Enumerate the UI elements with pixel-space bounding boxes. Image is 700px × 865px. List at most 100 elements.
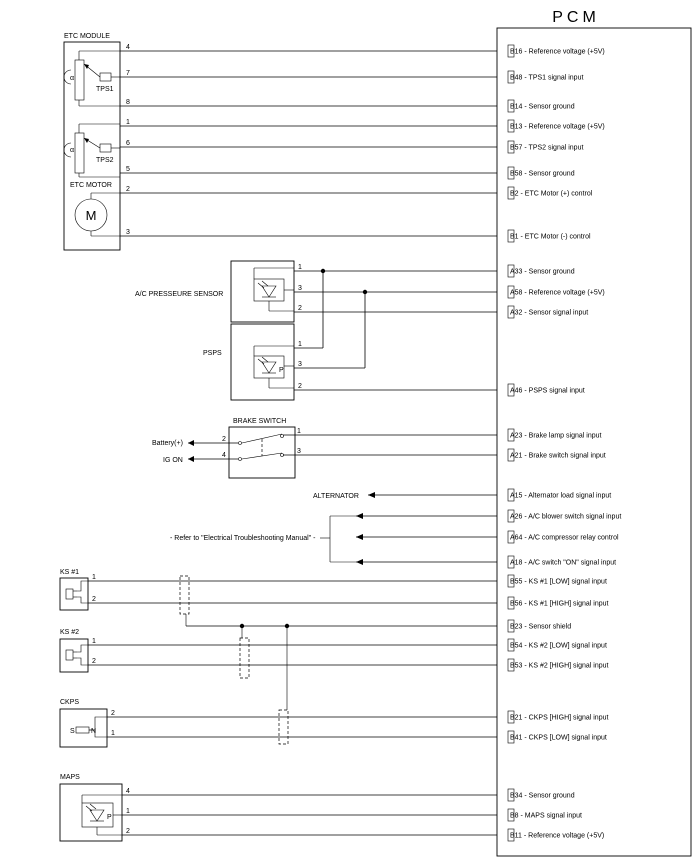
maps-sensor: MAPS P xyxy=(59,774,123,842)
pcm-terminals: B16 - Reference voltage (+5V)B48 - TPS1 … xyxy=(507,44,621,842)
pcm-terminal-box xyxy=(507,788,515,802)
pcm-terminal-label: B34 - Sensor ground xyxy=(510,793,575,800)
ac-pressure-sensor-title: A/C PRESSEURE SENSOR xyxy=(135,291,223,298)
pcm-terminal-label: B1 - ETC Motor (-) control xyxy=(510,234,591,241)
pcm-terminal-box xyxy=(507,285,515,299)
splice-dot xyxy=(239,623,245,629)
pcm-terminal-box xyxy=(507,229,515,243)
pcm-terminal-label: B23 - Sensor shield xyxy=(510,624,571,631)
tps2-theta: α xyxy=(70,147,74,154)
tps2-label: TPS2 xyxy=(96,157,114,164)
pcm-terminal-box xyxy=(507,70,515,84)
brake-switch-title: BRAKE SWITCH xyxy=(233,418,286,425)
ckps-title: CKPS xyxy=(60,699,79,706)
ks2-box xyxy=(59,638,89,673)
pin-number: 1 xyxy=(298,264,302,271)
maps-title: MAPS xyxy=(60,774,80,781)
sensor-lead xyxy=(89,729,107,738)
pin-number: 2 xyxy=(111,710,115,717)
pcm-terminal-box xyxy=(507,383,515,397)
pcm-terminal-box xyxy=(507,428,515,442)
ks1-title: KS #1 xyxy=(60,569,79,576)
ig-on-arrow-icon xyxy=(188,456,194,462)
ig-on-label: IG ON xyxy=(163,457,183,464)
ckps-sensor: CKPS S N xyxy=(59,699,108,748)
pcm-terminal-label: B57 - TPS2 signal input xyxy=(510,145,583,152)
pcm-terminal-label: B53 - KS #2 [HIGH] signal input xyxy=(510,663,608,670)
pcm-terminal-box xyxy=(507,264,515,278)
etc-motor: ETC MOTOR M xyxy=(70,182,120,237)
ks1-box xyxy=(59,577,89,611)
etc-module-title: ETC MODULE xyxy=(64,33,110,40)
arrow-left-icon xyxy=(368,492,375,498)
tps1-rotation-arrow-icon xyxy=(63,69,72,85)
pcm-terminal-label: A64 - A/C compressor relay control xyxy=(510,535,619,542)
arrow-left-icon xyxy=(356,513,363,519)
ks1-sensor: KS #1 xyxy=(59,569,89,611)
maps-p-symbol: P xyxy=(107,814,112,821)
pcm-terminal-box xyxy=(507,638,515,652)
brake-switch: BRAKE SWITCH Battery(+) IG ON xyxy=(152,418,296,479)
pin-number: 2 xyxy=(92,658,96,665)
tps1-theta: α xyxy=(70,75,74,82)
pin-number: 1 xyxy=(297,428,301,435)
pcm-terminal-box xyxy=(507,658,515,672)
motor-symbol: M xyxy=(86,208,97,223)
pcm-terminal-label: A21 - Brake switch signal input xyxy=(510,453,606,460)
pin-number: 1 xyxy=(298,341,302,348)
pcm-terminal-label: B48 - TPS1 signal input xyxy=(510,75,583,82)
psps-title: PSPS xyxy=(203,350,222,357)
ac-pressure-sensor: A/C PRESSEURE SENSOR xyxy=(135,260,295,323)
pin-number: 3 xyxy=(126,229,130,236)
splice-dot xyxy=(284,623,290,629)
pcm-terminal-label: B55 - KS #1 [LOW] signal input xyxy=(510,579,607,586)
pcm-terminal-box xyxy=(507,119,515,133)
pcm-terminal-box xyxy=(507,596,515,610)
maps-box xyxy=(59,783,123,842)
battery-arrow-icon xyxy=(188,440,194,446)
pcm-terminal-label: A18 - A/C switch "ON" signal input xyxy=(510,560,616,567)
pcm-terminal-box xyxy=(507,509,515,523)
pin-number: 3 xyxy=(297,448,301,455)
psps-p-symbol: P xyxy=(279,367,284,374)
pin-number: 1 xyxy=(126,808,130,815)
pin-number: 2 xyxy=(126,828,130,835)
tps2-resistor xyxy=(74,132,85,174)
pcm-terminal-label: B11 - Reference voltage (+5V) xyxy=(510,833,604,840)
pin-number: 2 xyxy=(92,596,96,603)
pin-number: 2 xyxy=(298,305,302,312)
pcm-terminal-box xyxy=(507,305,515,319)
ckps-n-symbol: N xyxy=(91,728,96,735)
pcm-terminal-label: B2 - ETC Motor (+) control xyxy=(510,191,593,198)
refer-note: - Refer to "Electrical Troubleshooting M… xyxy=(170,535,316,542)
arrow-left-icon xyxy=(356,559,363,565)
pcm-terminal-box xyxy=(507,555,515,569)
ks2-title: KS #2 xyxy=(60,629,79,636)
pin-number: 3 xyxy=(298,285,302,292)
pin-number: 1 xyxy=(92,638,96,645)
pcm-terminal-box xyxy=(507,448,515,462)
pcm-terminal-label: B41 - CKPS [LOW] signal input xyxy=(510,735,607,742)
ac-pressure-sensor-box xyxy=(230,260,295,323)
etc-motor-title: ETC MOTOR xyxy=(70,182,112,189)
pin-number: 8 xyxy=(126,99,130,106)
etc-module-box xyxy=(63,41,121,251)
alternator-group: ALTERNATOR - Refer to "Electrical Troubl… xyxy=(170,493,359,563)
tps1-label: TPS1 xyxy=(96,86,114,93)
pin-number: 4 xyxy=(126,44,130,51)
ckps-s-symbol: S xyxy=(70,728,75,735)
pin-number: 2 xyxy=(298,383,302,390)
pcm-terminal-label: A32 - Sensor signal input xyxy=(510,310,588,317)
pcm-terminal-box xyxy=(507,574,515,588)
pcm-terminal-label: A15 - Alternator load signal input xyxy=(510,493,611,500)
sensor-lead xyxy=(77,596,88,604)
pcm-box xyxy=(496,27,692,857)
pcm-terminal-box xyxy=(507,530,515,544)
pcm-terminal-label: B8 - MAPS signal input xyxy=(510,813,582,820)
psps-sensor: PSPS P xyxy=(203,323,295,401)
tps2-sensor: α TPS2 xyxy=(63,123,120,178)
sensor-splices xyxy=(294,268,368,369)
pin-number: 3 xyxy=(298,361,302,368)
